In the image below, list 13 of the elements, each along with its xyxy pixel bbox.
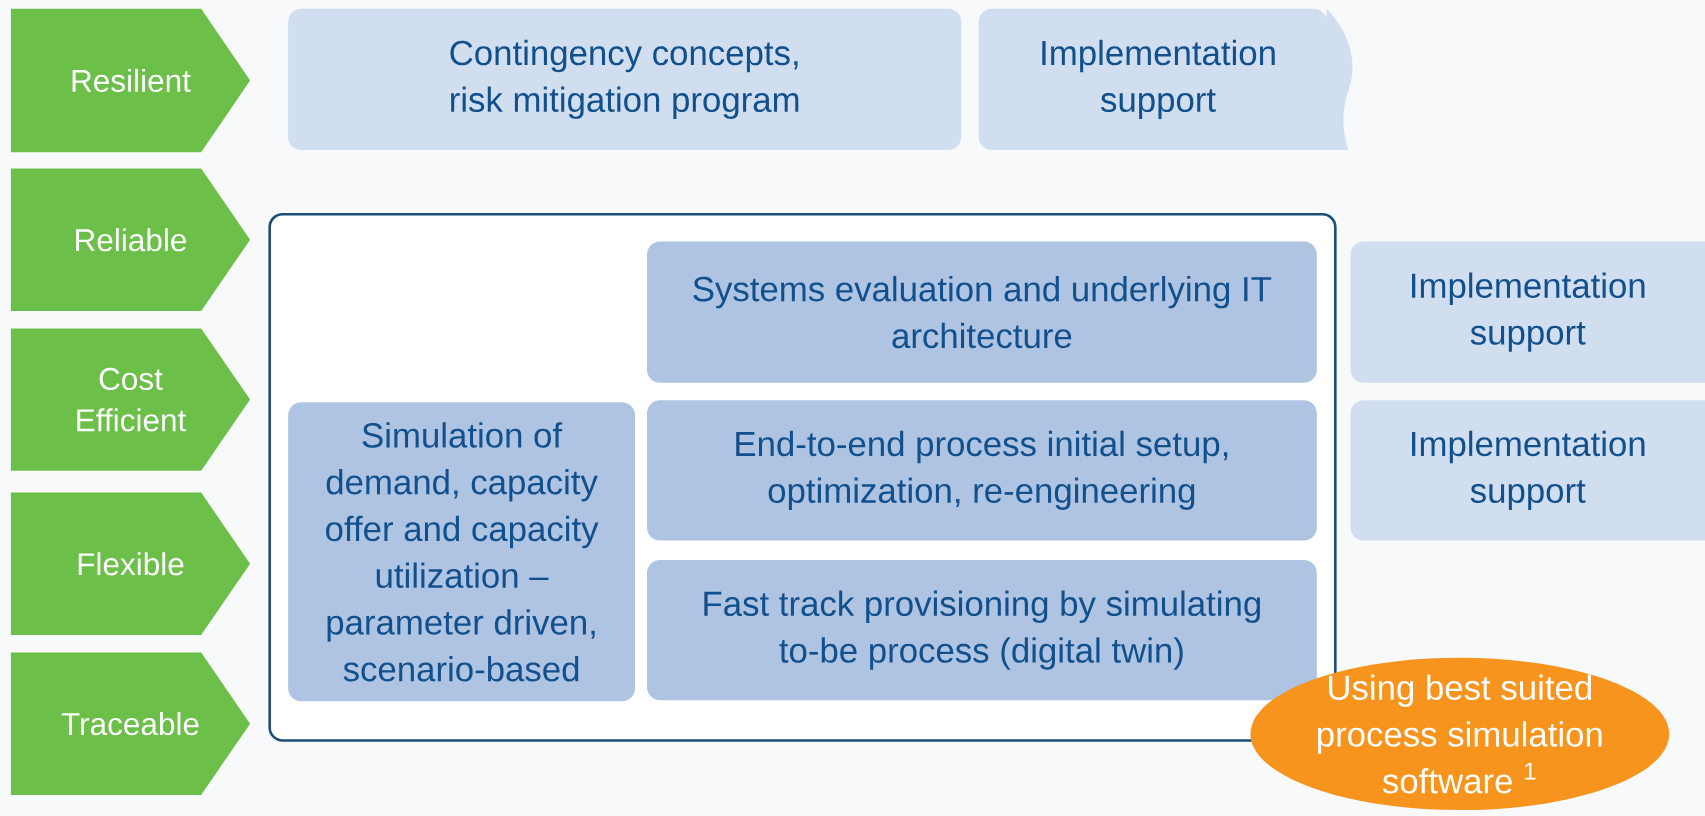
chevron-label: Flexible: [10, 492, 251, 636]
service-box: Systems evaluation and underlying IT architecture: [647, 241, 1317, 383]
chevron-label: Reliable: [10, 168, 251, 312]
chevron-label: Traceable: [10, 652, 251, 796]
service-box: End-to-end process initial setup, optimization, re-engineering: [647, 400, 1317, 541]
service-box: Implementation support: [978, 8, 1353, 151]
service-box: Simulation of demand, capacity offer and capacity utilization – parameter driven, scenario-based: [288, 402, 636, 702]
service-box: Fast track provisioning by simulating to-be process (digital twin): [647, 560, 1317, 701]
chevron-label: Resilient: [10, 8, 251, 153]
service-box: Implementation support: [1350, 241, 1705, 383]
service-box: Implementation support: [1350, 400, 1705, 541]
chevron-label: Cost Efficient: [10, 328, 251, 472]
service-box: Contingency concepts, risk mitigation program: [288, 8, 962, 151]
